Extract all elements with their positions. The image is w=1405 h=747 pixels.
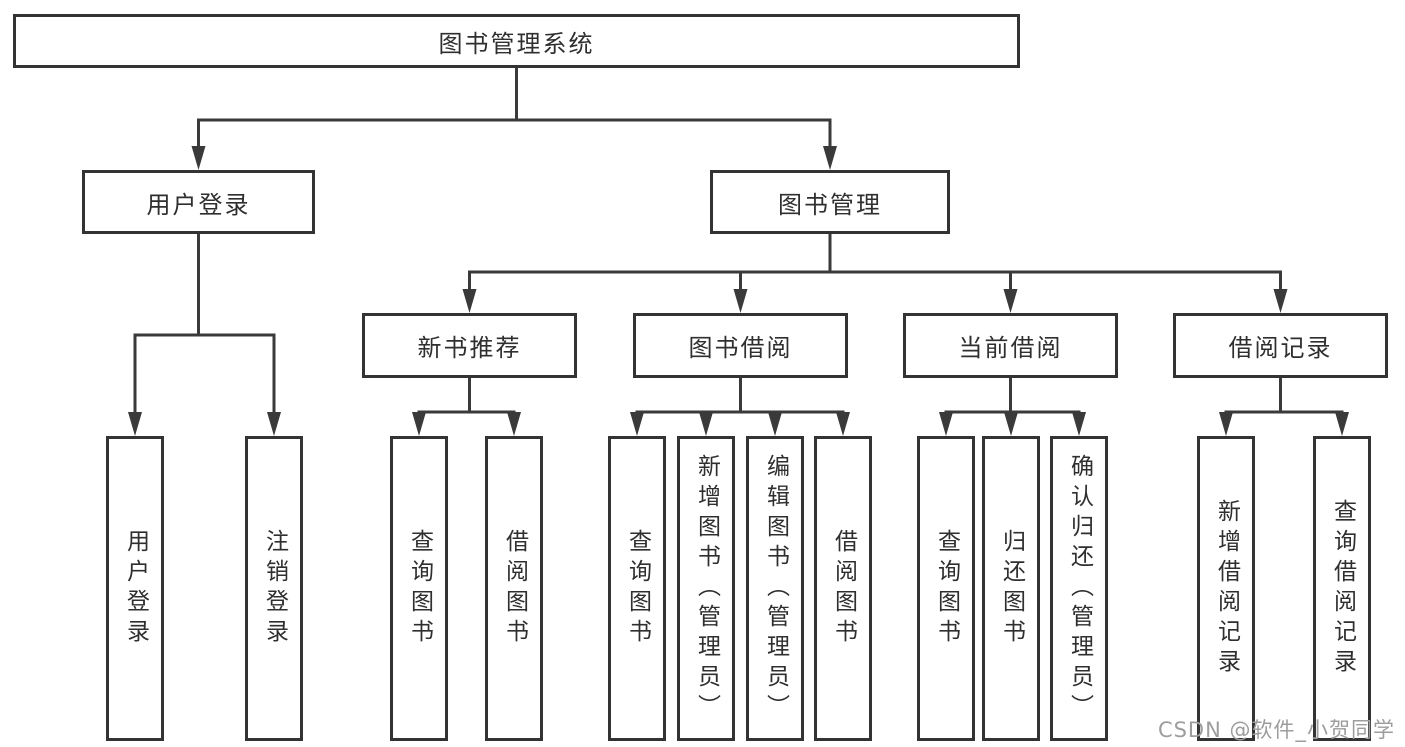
- connector-borrow-to-leaves: [630, 376, 850, 436]
- leaf-current-return-books: 归还图书: [982, 436, 1040, 741]
- leaf-label: 归还图书: [998, 528, 1025, 649]
- arrowhead: [412, 412, 426, 436]
- arrowhead: [462, 289, 477, 313]
- arrowhead: [1335, 412, 1349, 436]
- arrowhead: [128, 412, 142, 436]
- arrowhead: [836, 412, 850, 436]
- leaf-label: 编辑图书（管理员）: [762, 453, 789, 724]
- arrowhead: [768, 412, 782, 436]
- leaf-borrow-query-books: 查询图书: [608, 436, 666, 741]
- connector-line: [1224, 376, 1344, 414]
- connector-line: [635, 376, 845, 414]
- leaf-label: 借阅图书: [830, 528, 857, 649]
- connector-current-to-leaves: [939, 376, 1086, 436]
- leaf-label: 新增借阅记录: [1213, 498, 1240, 679]
- connector-root-to-level2: [191, 66, 837, 170]
- node-book-management-label: 图书管理: [778, 190, 882, 219]
- leaf-label: 查询图书: [933, 528, 960, 649]
- leaf-label: 用户登录: [122, 528, 149, 649]
- arrowhead: [939, 412, 953, 436]
- node-current-borrow-label: 当前借阅: [958, 334, 1063, 362]
- node-book-borrow: 图书借阅: [633, 313, 848, 378]
- leaf-recommend-query-books: 查询图书: [390, 436, 448, 741]
- node-borrow-records-label: 借阅记录: [1228, 334, 1333, 362]
- leaf-borrow-borrow-books: 借阅图书: [814, 436, 872, 741]
- leaf-current-query-books: 查询图书: [917, 436, 975, 741]
- arrowhead: [1219, 412, 1233, 436]
- arrowhead: [507, 412, 521, 436]
- node-root: 图书管理系统: [13, 14, 1020, 68]
- arrowhead: [733, 289, 748, 313]
- leaf-label: 新增图书（管理员）: [693, 453, 720, 724]
- connector-line: [417, 376, 516, 414]
- arrowhead: [1072, 412, 1086, 436]
- leaf-logout: 注销登录: [245, 436, 303, 741]
- arrowhead: [630, 412, 644, 436]
- node-new-book-recommend-label: 新书推荐: [417, 334, 522, 362]
- arrowhead: [267, 412, 281, 436]
- node-new-book-recommend: 新书推荐: [362, 313, 577, 378]
- node-book-borrow-label: 图书借阅: [688, 334, 793, 362]
- connector-records-to-leaves: [1219, 376, 1349, 436]
- leaf-label: 确认归还（管理员）: [1066, 453, 1093, 724]
- csdn-watermark: CSDN @软件_小贺同学: [1157, 718, 1395, 742]
- leaf-label: 借阅图书: [501, 528, 528, 649]
- connector-recommend-to-leaves: [412, 376, 521, 436]
- arrowhead: [1003, 289, 1018, 313]
- arrowhead: [1273, 289, 1288, 313]
- leaf-label: 查询借阅记录: [1329, 498, 1356, 679]
- leaf-borrow-edit-books-admin: 编辑图书（管理员）: [746, 436, 804, 741]
- node-current-borrow: 当前借阅: [903, 313, 1118, 378]
- arrowhead: [699, 412, 713, 436]
- connector-line: [133, 232, 276, 418]
- connector-line: [468, 232, 1282, 295]
- leaf-records-add-record: 新增借阅记录: [1197, 436, 1255, 741]
- node-borrow-records: 借阅记录: [1173, 313, 1388, 378]
- leaf-label: 查询图书: [624, 528, 651, 649]
- connector-login-to-leaves: [128, 232, 281, 436]
- node-user-login-label: 用户登录: [146, 190, 251, 219]
- node-root-label: 图书管理系统: [438, 29, 595, 58]
- arrowhead: [1004, 412, 1018, 436]
- leaf-label: 查询图书: [406, 528, 433, 649]
- connector-management-to-level3: [462, 232, 1288, 313]
- leaf-user-login: 用户登录: [106, 436, 164, 741]
- leaf-records-query-record: 查询借阅记录: [1313, 436, 1371, 741]
- leaf-recommend-borrow-books: 借阅图书: [485, 436, 543, 741]
- leaf-borrow-add-books-admin: 新增图书（管理员）: [677, 436, 735, 741]
- arrowhead: [823, 146, 837, 170]
- connector-line: [944, 376, 1081, 414]
- node-book-management: 图书管理: [710, 170, 950, 234]
- arrowhead: [191, 146, 206, 170]
- node-user-login: 用户登录: [82, 170, 315, 234]
- leaf-current-confirm-return-admin: 确认归还（管理员）: [1050, 436, 1108, 741]
- connector-line: [197, 66, 832, 152]
- leaf-label: 注销登录: [261, 528, 288, 649]
